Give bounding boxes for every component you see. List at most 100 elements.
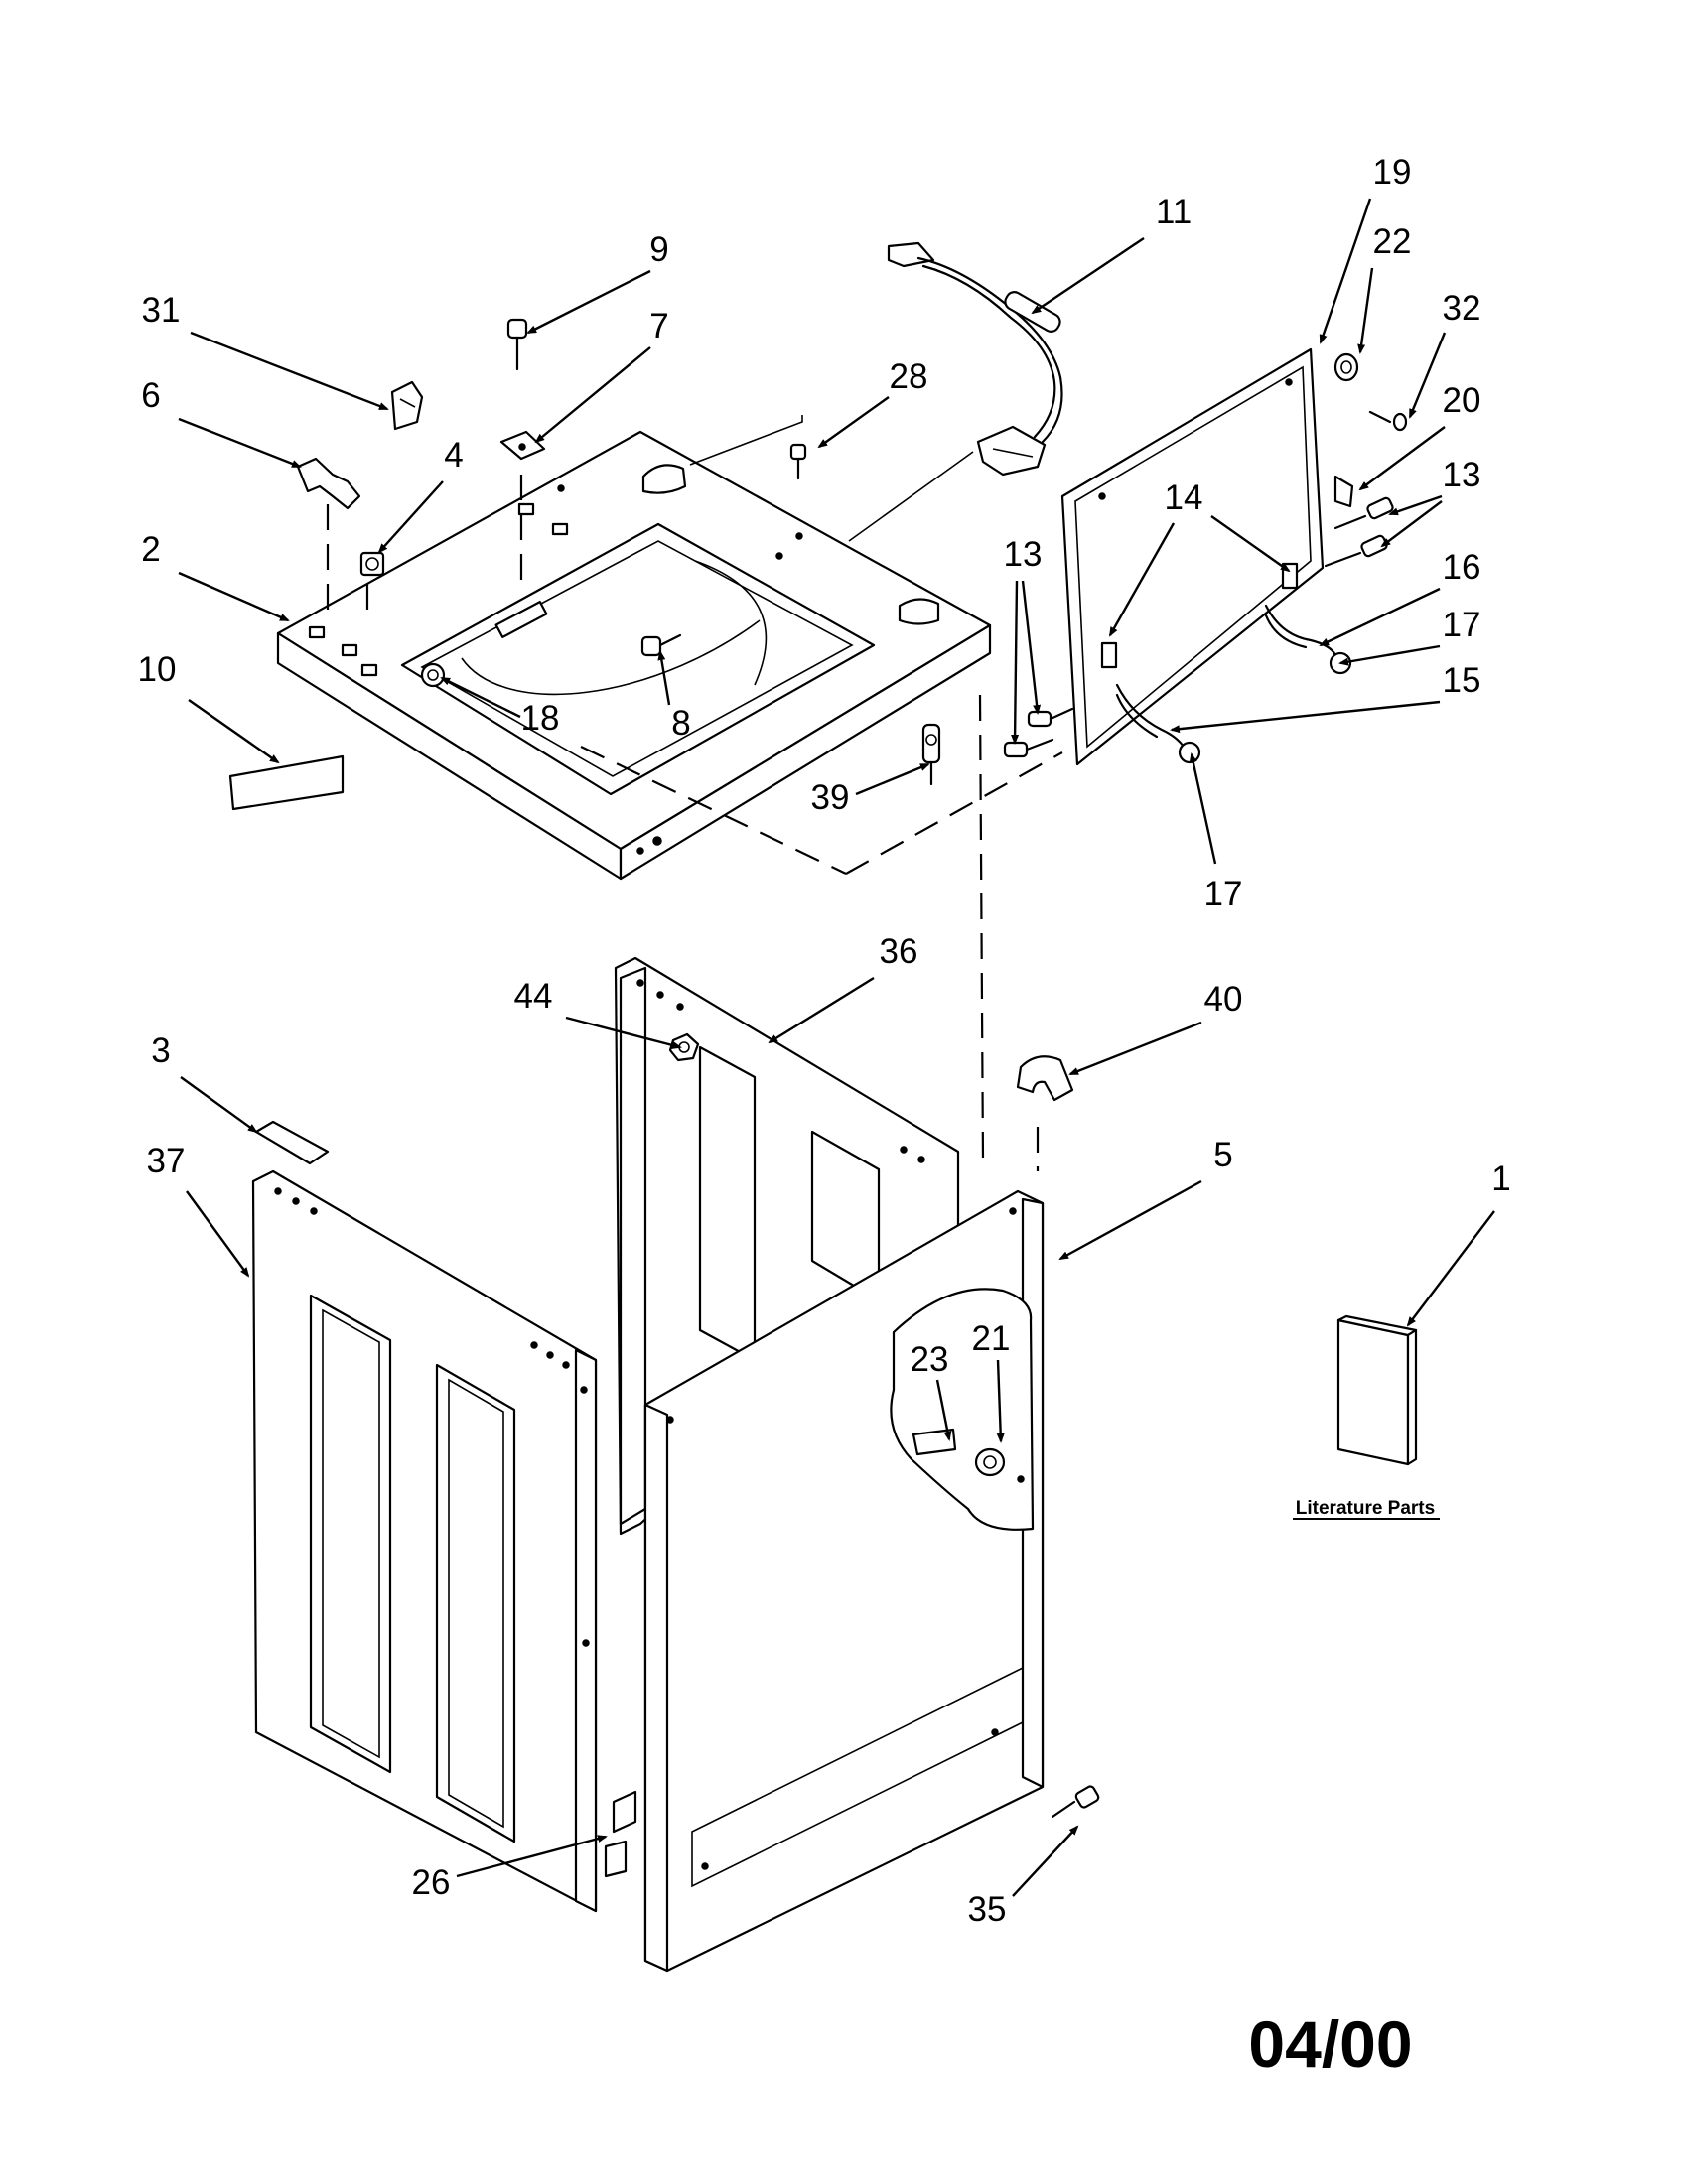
callout-label-11: 11: [1156, 193, 1192, 231]
callout-arrow-14: [1108, 522, 1176, 637]
part-31-clip: [390, 380, 424, 431]
callout-arrow-6: [178, 417, 302, 469]
callout-label-17: 17: [1204, 875, 1243, 913]
callout-label-4: 4: [444, 436, 463, 475]
callout-arrow-7: [534, 346, 651, 444]
part-4-nut: [359, 551, 385, 577]
callout-arrow-13: [1011, 580, 1020, 745]
callout-arrow-20: [1358, 426, 1446, 491]
part-13-screws-left: [1003, 707, 1074, 758]
top-cover-assembly: [276, 430, 992, 881]
callout-label-44: 44: [514, 977, 553, 1016]
callout-label-10: 10: [138, 650, 177, 689]
callout-label-31: 31: [142, 291, 181, 330]
callout-arrow-11: [1031, 237, 1145, 315]
callout-arrow-40: [1068, 1021, 1202, 1076]
part-10-label: [228, 754, 345, 811]
callout-label-37: 37: [147, 1142, 186, 1180]
callout-arrow-4: [377, 480, 444, 554]
part-26-clip: [604, 1790, 637, 1878]
literature-parts-caption: Literature Parts: [1296, 1498, 1435, 1519]
callout-arrow-18: [440, 676, 521, 719]
part-13-screws-right: [1324, 496, 1394, 568]
callout-arrow-16: [1319, 587, 1441, 647]
callout-arrow-36: [768, 976, 875, 1044]
callout-label-39: 39: [811, 778, 850, 817]
callout-label-17: 17: [1443, 606, 1481, 644]
callout-label-22: 22: [1373, 222, 1412, 261]
part-19-rear-panel: [1060, 347, 1325, 766]
callout-label-16: 16: [1443, 548, 1481, 587]
callout-arrow-17: [1338, 644, 1441, 666]
part-35-screw: [1051, 1785, 1100, 1819]
part-1-literature: [1336, 1314, 1418, 1466]
callout-label-13: 13: [1443, 456, 1481, 494]
part-44-nut: [668, 1032, 700, 1062]
part-5-front-panel: [643, 1189, 1045, 1973]
callout-arrow-17: [1189, 752, 1217, 865]
callout-label-23: 23: [911, 1340, 949, 1379]
callout-arrow-35: [1012, 1825, 1079, 1897]
callout-label-8: 8: [671, 704, 690, 743]
part-8-screw: [640, 633, 682, 657]
date-stamp: 04/00: [1248, 2007, 1412, 2081]
callout-arrow-26: [456, 1835, 608, 1878]
callout-label-28: 28: [890, 357, 928, 396]
part-39-actuator: [921, 723, 941, 786]
callout-label-36: 36: [880, 932, 918, 971]
callout-label-18: 18: [521, 699, 560, 738]
part-40-clip: [1016, 1055, 1074, 1102]
callout-label-15: 15: [1443, 661, 1481, 700]
callout-arrow-39: [855, 762, 930, 796]
part-9-screw: [506, 318, 528, 371]
callout-label-9: 9: [649, 230, 668, 269]
callout-label-19: 19: [1373, 153, 1412, 192]
callout-arrow-22: [1357, 267, 1374, 354]
callout-label-26: 26: [412, 1863, 451, 1902]
part-37-side-panel: [251, 1169, 598, 1913]
callout-label-5: 5: [1213, 1136, 1232, 1174]
callout-label-14: 14: [1165, 478, 1203, 517]
callout-arrow-13: [1388, 494, 1443, 516]
callout-label-20: 20: [1443, 381, 1481, 420]
part-18-screw: [420, 662, 446, 688]
callout-label-3: 3: [151, 1031, 170, 1070]
callout-arrow-9: [526, 269, 651, 335]
callout-arrow-32: [1408, 332, 1447, 419]
callout-arrow-31: [190, 331, 389, 411]
part-17-nut-lower: [1178, 741, 1201, 764]
callout-arrow-8: [657, 650, 671, 706]
part-20-clip: [1333, 475, 1354, 508]
callout-label-21: 21: [972, 1319, 1011, 1358]
part-22-bushing: [1333, 352, 1359, 382]
callout-label-32: 32: [1443, 289, 1481, 328]
part-3-bracket: [254, 1120, 330, 1165]
callout-arrow-14: [1210, 515, 1291, 573]
part-16-hose: [1264, 604, 1337, 657]
callout-arrow-13: [1021, 580, 1042, 715]
callout-label-2: 2: [141, 530, 160, 569]
part-32-rivet: [1368, 410, 1408, 432]
callout-label-40: 40: [1204, 980, 1243, 1019]
callout-arrow-5: [1058, 1179, 1202, 1261]
part-6-clip: [296, 457, 361, 510]
callout-arrow-21: [996, 1359, 1005, 1443]
callout-label-13: 13: [1004, 535, 1043, 574]
part-7-bracket: [499, 430, 546, 461]
callout-arrow-28: [817, 396, 890, 449]
callout-arrow-1: [1406, 1210, 1495, 1327]
callout-arrow-15: [1170, 700, 1441, 734]
callout-arrow-13: [1380, 500, 1443, 548]
callout-arrow-19: [1319, 198, 1372, 344]
callout-arrow-10: [188, 699, 280, 764]
callout-label-35: 35: [968, 1890, 1007, 1929]
callout-arrow-37: [186, 1190, 250, 1278]
part-15-hose: [1115, 683, 1186, 749]
callout-arrow-2: [178, 571, 290, 622]
callout-label-1: 1: [1491, 1160, 1510, 1198]
callout-arrow-23: [935, 1379, 952, 1441]
callout-label-6: 6: [141, 376, 160, 415]
callout-arrow-3: [180, 1076, 258, 1134]
